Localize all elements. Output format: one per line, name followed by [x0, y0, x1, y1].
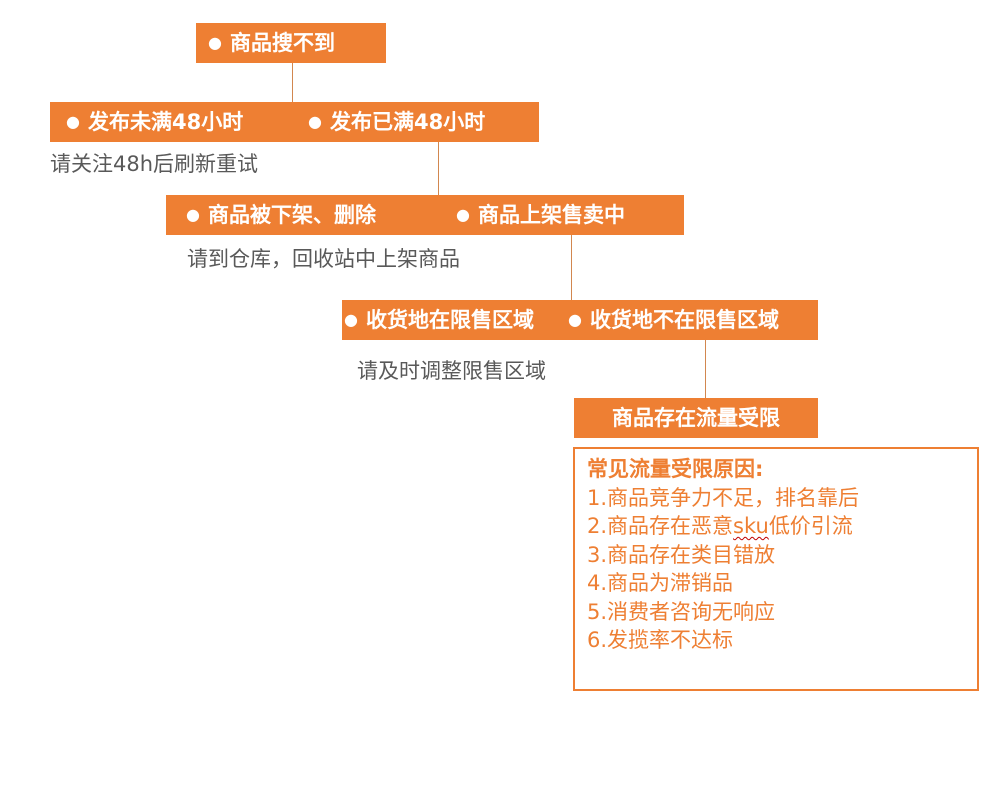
- node-level3: ● 收货地在限售区域 ● 收货地不在限售区域: [342, 300, 818, 340]
- bullet-icon: ●: [308, 112, 322, 131]
- node-level4: 商品存在流量受限: [574, 398, 818, 438]
- note-level2: 请到仓库，回收站中上架商品: [187, 247, 460, 271]
- bullet-icon: ●: [66, 112, 80, 131]
- node-level4-label: 商品存在流量受限: [612, 406, 780, 430]
- reason-item: 1.商品竞争力不足，排名靠后: [587, 485, 860, 510]
- node-level3-right-label: 收货地不在限售区域: [589, 308, 779, 332]
- reasons-box: 常见流量受限原因: 1.商品竞争力不足，排名靠后 2.商品存在恶意sku低价引流…: [573, 447, 979, 691]
- reason-item: 6.发揽率不达标: [587, 628, 734, 652]
- node-root: ● 商品搜不到: [196, 23, 386, 63]
- reason-item: 2.商品存在恶意sku低价引流: [587, 514, 853, 538]
- connector-level1-level2: [438, 142, 439, 195]
- node-level1-left-label: 发布未满48小时: [87, 110, 244, 134]
- node-level2: ● 商品被下架、删除 ● 商品上架售卖中: [166, 195, 684, 235]
- bullet-icon: ●: [568, 310, 582, 329]
- node-level2-right-label: 商品上架售卖中: [477, 203, 625, 227]
- connector-level2-level3: [571, 235, 572, 300]
- bullet-icon: ●: [208, 33, 222, 52]
- connector-root-level1: [292, 63, 293, 102]
- node-level1-right-label: 发布已满48小时: [329, 110, 486, 134]
- node-root-label: 商品搜不到: [229, 31, 335, 55]
- note-level1: 请关注48h后刷新重试: [50, 152, 259, 176]
- note-level3: 请及时调整限售区域: [357, 359, 546, 383]
- bullet-icon: ●: [456, 205, 470, 224]
- reason-item: 5.消费者咨询无响应: [587, 599, 776, 624]
- node-level1: ● 发布未满48小时 ● 发布已满48小时: [50, 102, 539, 142]
- connector-level3-level4: [705, 340, 706, 398]
- node-level2-left-label: 商品被下架、删除: [207, 203, 376, 227]
- reason-item: 4.商品为滞销品: [587, 571, 734, 595]
- bullet-icon: ●: [186, 205, 200, 224]
- bullet-icon: ●: [344, 310, 358, 329]
- reasons-title: 常见流量受限原因:: [587, 457, 764, 481]
- node-level3-left-label: 收货地在限售区域: [365, 308, 534, 332]
- reason-item: 3.商品存在类目错放: [587, 542, 776, 567]
